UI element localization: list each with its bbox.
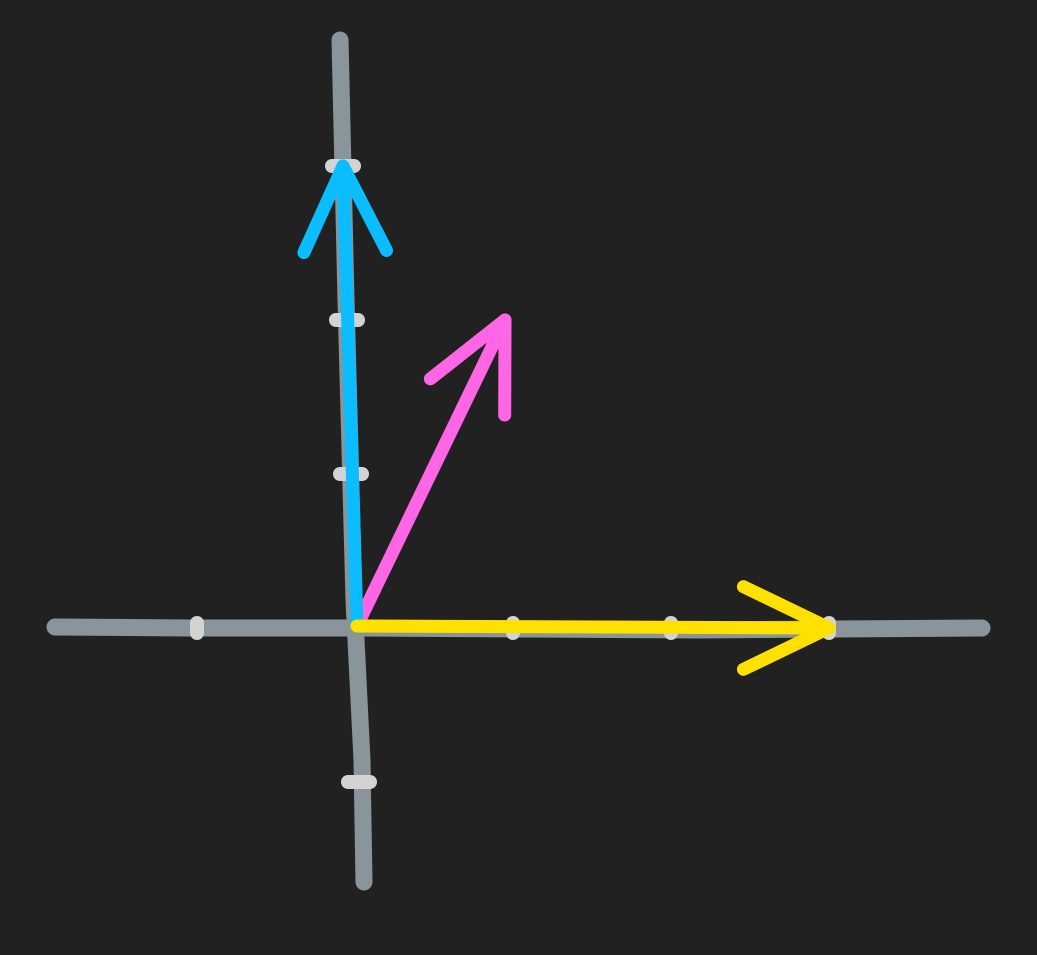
combined-vector [350,313,512,633]
y-basis-vector [297,159,394,633]
x-basis-vector-shaft [350,619,836,635]
axes [46,31,991,891]
x-basis-vector [350,580,836,676]
x-basis-vector-arrowhead [736,580,836,676]
combined-vector-shaft [350,313,512,633]
tick-marks [190,159,836,789]
y-basis-vector-arrowhead [297,159,394,260]
y-basis-vector-shaft [336,159,364,633]
vectors [297,159,836,676]
combined-vector-arrowhead [423,313,512,422]
